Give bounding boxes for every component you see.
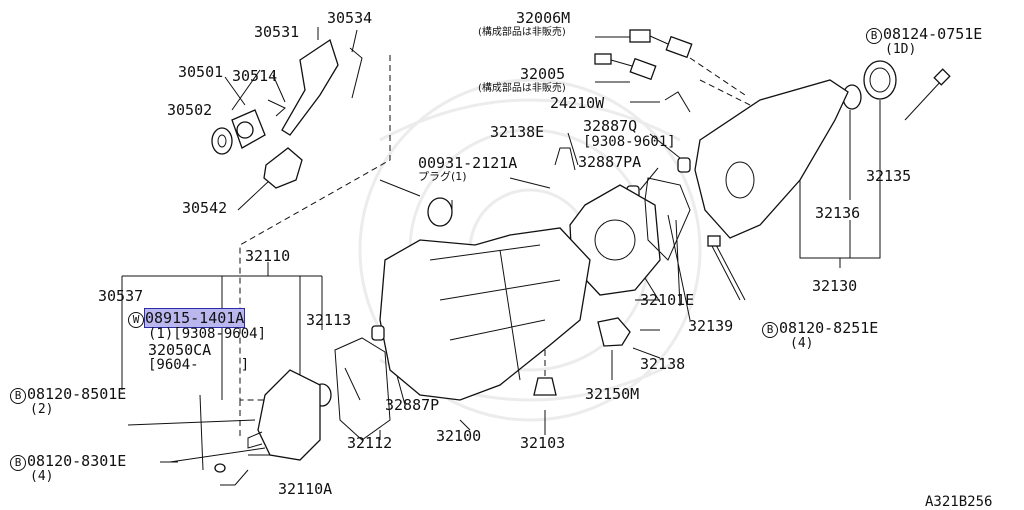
label-32112[interactable]: 32112 [347,434,393,452]
label-32887pa[interactable]: 32887PA [578,153,642,171]
part-spring-clip [349,47,363,99]
range-32050ca: [9604- ] [148,357,250,373]
qty-08120-8251e: (4) [790,336,814,351]
label-32103[interactable]: 32103 [520,434,566,452]
part-front-cover-32110 [247,369,321,461]
part-shift-fork [281,38,339,136]
label-32138e[interactable]: 32138E [490,123,545,141]
part-dowel-32887q [677,157,691,173]
label-32050ca[interactable]: 32050CA [148,341,212,359]
note-00931: プラグ(1) [418,170,467,183]
label-32005[interactable]: 32005 [520,65,566,83]
label-32101e[interactable]: 32101E [640,291,695,309]
label-32130[interactable]: 32130 [812,277,858,295]
label-30537[interactable]: 30537 [98,287,144,305]
part-washer-30502 [211,127,233,155]
part-sensor-32006m [629,29,693,59]
part-bolt-08120-8301e [169,447,266,463]
label-32887q[interactable]: 32887Q [583,117,638,135]
qty-08120-8501e: (2) [30,402,54,417]
part-transmission-case-32100 [379,227,591,401]
label-32100[interactable]: 32100 [436,427,482,445]
label-32138[interactable]: 32138 [640,355,686,373]
part-boot-30542 [263,147,303,189]
label-30502[interactable]: 30502 [167,101,213,119]
qty-08120-8301e: (4) [30,469,54,484]
label-30531[interactable]: 30531 [254,23,300,41]
part-dowel-32887p [371,325,385,341]
label-30501[interactable]: 30501 [178,63,224,81]
part-bolt-08124 [904,68,951,121]
label-32136[interactable]: 32136 [815,204,861,222]
label-32135[interactable]: 32135 [866,167,912,185]
label-30534[interactable]: 30534 [327,9,373,27]
range-32887q: [9308-9601] [583,134,676,150]
label-00931-2121a[interactable]: 00931-2121A [418,154,518,172]
label-24210w[interactable]: 24210W [550,94,605,112]
bolt-symbol-icon: B [762,322,778,338]
part-adapter-plate-32101e [569,184,661,296]
part-plug-00931 [427,197,453,227]
part-mount-32150m [533,377,557,396]
part-seal-32135 [863,60,897,100]
part-breather-32138e [554,147,576,171]
washer-symbol-icon: W [128,312,144,328]
part-clip-30514 [267,99,286,117]
label-32110a[interactable]: 32110A [278,480,333,498]
label-32110[interactable]: 32110 [245,247,291,265]
label-32887p[interactable]: 32887P [385,396,440,414]
part-release-bearing [231,109,266,149]
part-bolt-08120-8251e [707,235,746,301]
range-08915: (1)[9308-9604] [148,326,267,342]
diagram-id: A321B256 [925,494,993,510]
bolt-symbol-icon: B [10,388,26,404]
bolt-symbol-icon: B [10,455,26,471]
bolt-symbol-icon: B [866,28,882,44]
label-30542[interactable]: 30542 [182,199,228,217]
highlighted-part-number: 08915-1401A [143,308,246,328]
part-seal-32138 [597,317,631,347]
note-32005: (構成部品は非販売) [478,83,566,94]
part-sensor-32005 [594,53,657,81]
label-32006m[interactable]: 32006M [516,9,571,27]
qty-08124: (1D) [885,42,917,57]
part-gasket-32112 [334,337,391,441]
label-30514[interactable]: 30514 [232,67,278,85]
part-bolt-08120-8501e [127,419,256,426]
label-32150m[interactable]: 32150M [585,385,640,403]
note-32006m: (構成部品は非販売) [478,27,566,38]
part-bracket-24210w [664,91,691,113]
part-gasket-32139 [644,177,691,261]
part-extension-housing-32130 [694,79,849,239]
part-bolt-32110a [234,469,249,486]
label-32113[interactable]: 32113 [306,311,352,329]
part-washer-08915 [199,394,226,473]
label-32139[interactable]: 32139 [688,317,734,335]
